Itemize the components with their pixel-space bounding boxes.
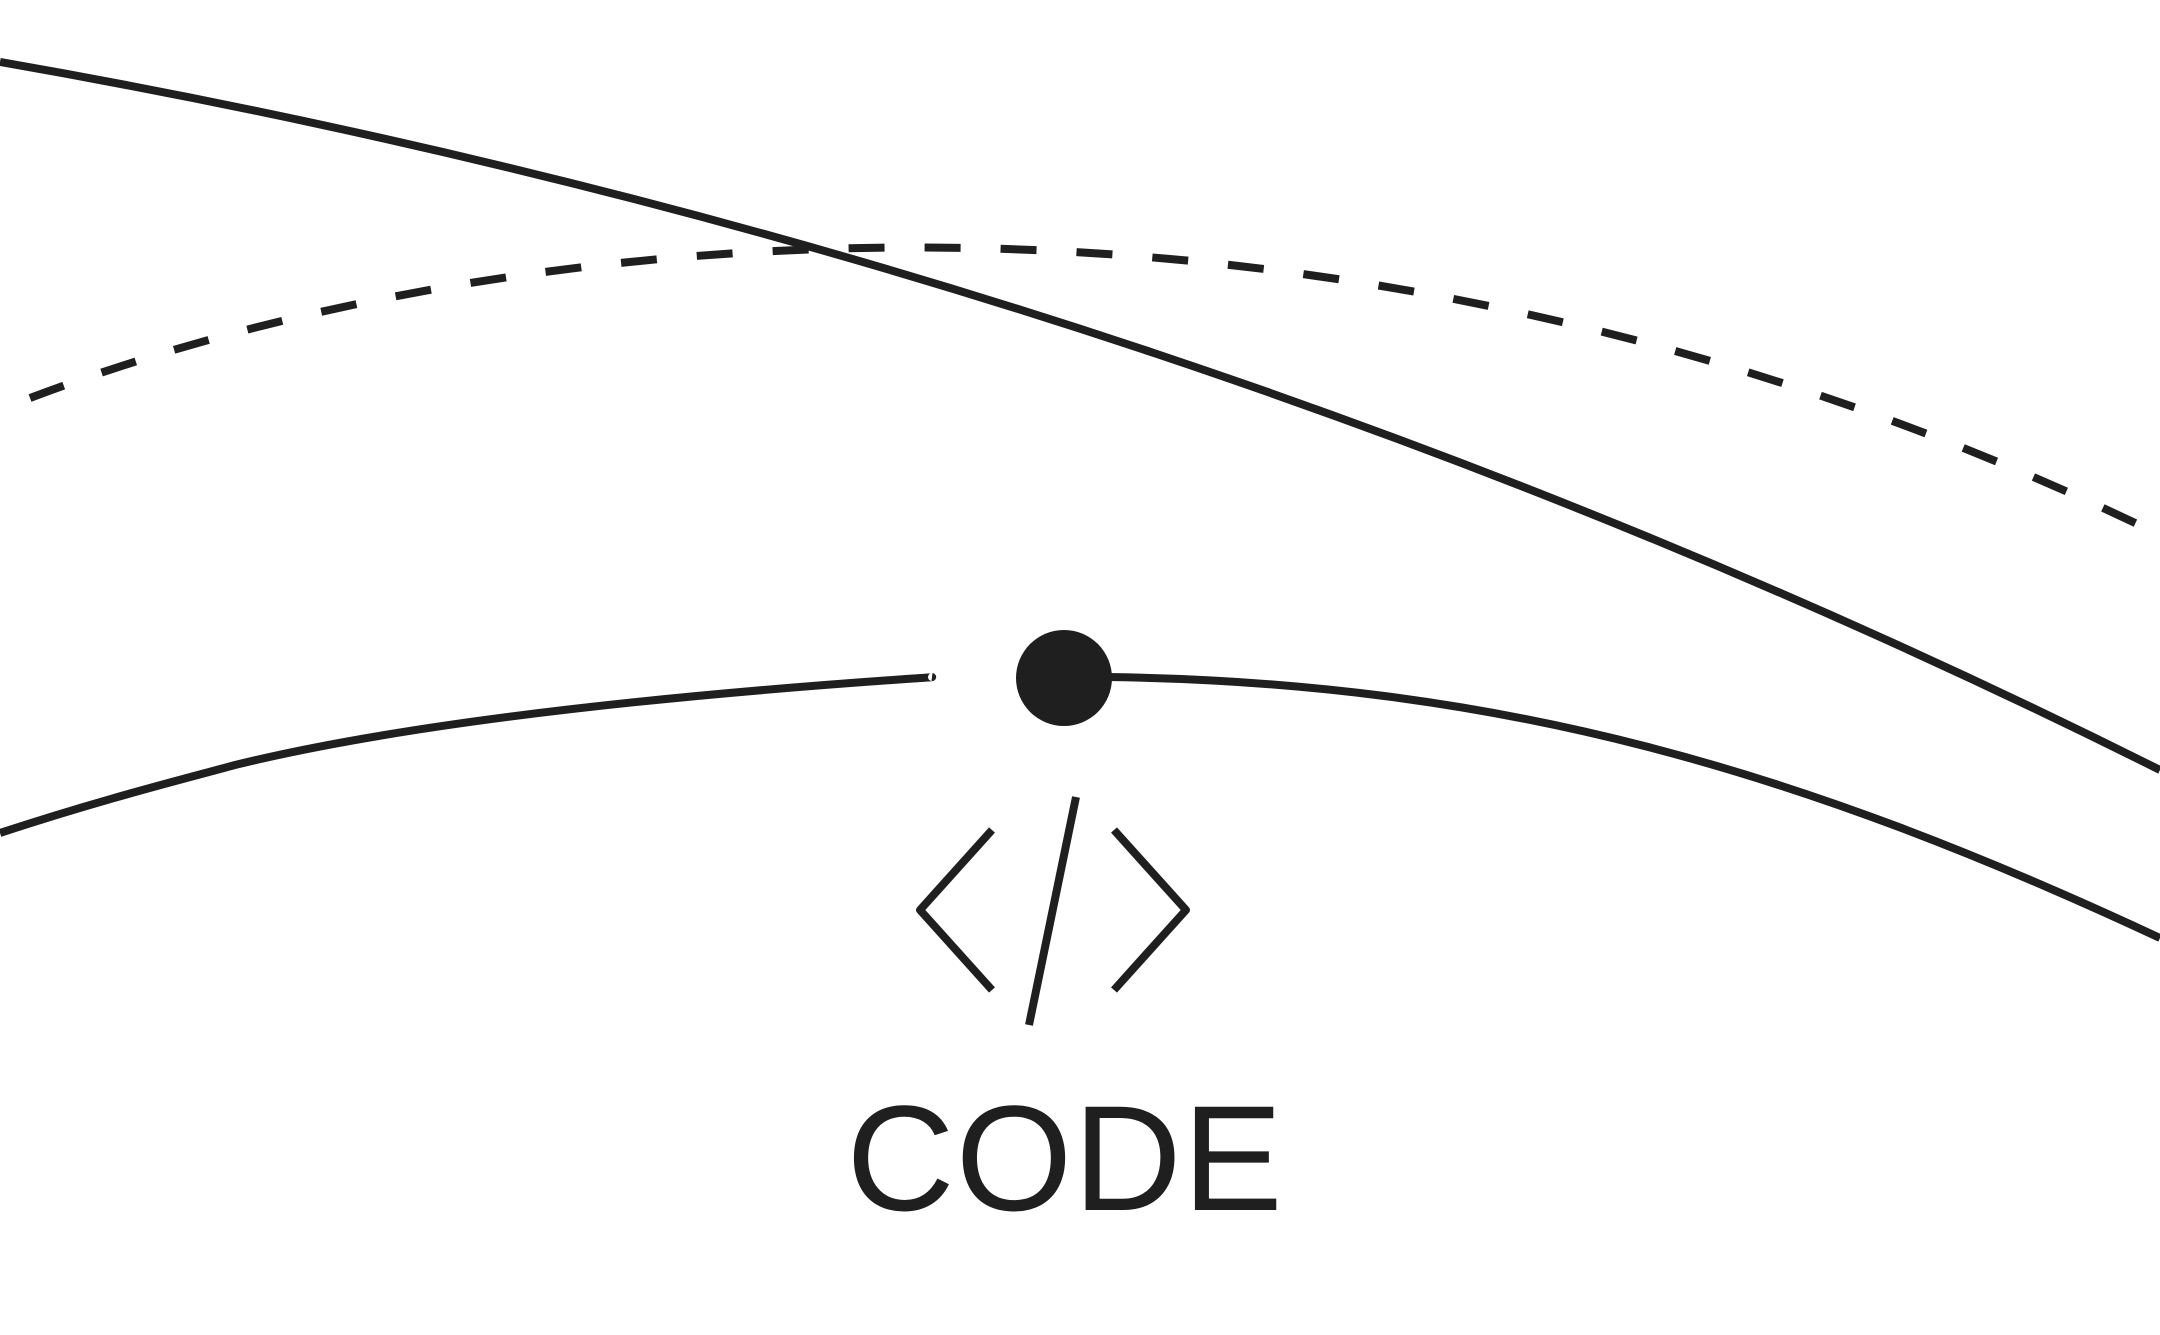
code-icon-right-chevron xyxy=(1111,827,1190,993)
node-dot xyxy=(1016,630,1112,726)
code-icon xyxy=(916,796,1190,1026)
code-icon-slash xyxy=(1025,796,1080,1026)
solid-arc-upper xyxy=(0,58,2160,774)
connector-left xyxy=(0,673,937,837)
node-label: CODE xyxy=(846,1074,1284,1242)
dashed-arc xyxy=(28,243,2160,539)
code-icon-left-chevron xyxy=(916,827,995,993)
connector-right xyxy=(1105,673,2160,942)
